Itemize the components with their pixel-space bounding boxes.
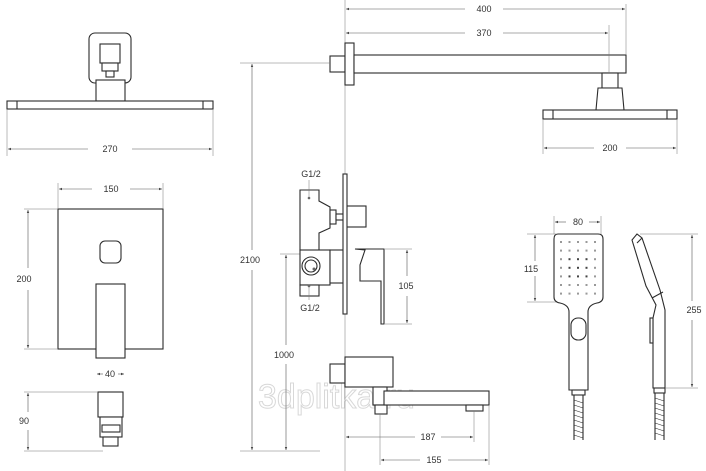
nozzle: [577, 292, 579, 295]
dimension-2100: 2100: [240, 62, 330, 452]
nozzle: [577, 249, 579, 252]
dimension-label: 187: [420, 432, 435, 442]
dimension-270: 270: [6, 109, 214, 156]
mixer-panel-front-view: [57, 208, 164, 359]
bath-spout-side-view: [329, 356, 490, 415]
dimension-label: 1000: [274, 350, 294, 360]
nozzle: [568, 284, 571, 286]
nozzle: [568, 292, 571, 295]
spray-nozzles: [560, 241, 596, 295]
nozzle: [585, 275, 588, 278]
nozzle: [560, 241, 562, 243]
dimension-150: 150: [57, 183, 164, 209]
nozzle: [585, 266, 588, 269]
inlet-label-top: G1/2: [301, 169, 321, 179]
nozzle: [568, 258, 571, 261]
dimension-1000: 1000: [274, 253, 300, 450]
dimension-label: 400: [476, 4, 491, 14]
nozzle: [585, 258, 588, 261]
overhead-shower-front-view: [6, 32, 214, 110]
dimension-label: 105: [398, 281, 413, 291]
nozzle: [594, 258, 596, 261]
nozzle: [577, 275, 579, 278]
nozzle: [594, 275, 596, 278]
nozzle: [577, 241, 579, 243]
dimension-label: 255: [686, 305, 701, 315]
dimension-label: 200: [16, 274, 31, 284]
concealed-valve-side-view: G1/2 G1/2: [299, 169, 385, 325]
nozzle: [560, 275, 562, 278]
shower-arm-side-view: [329, 42, 678, 120]
nozzle: [560, 292, 562, 295]
nozzle: [585, 292, 588, 295]
nozzle: [577, 266, 579, 269]
dimension-105: 105: [385, 248, 414, 325]
nozzle: [577, 284, 579, 286]
nozzle: [568, 275, 571, 278]
nozzle: [585, 241, 588, 243]
nozzle: [568, 241, 571, 243]
dimension-label: 155: [426, 455, 441, 465]
nozzle: [560, 258, 562, 261]
dimension-80: 80: [553, 216, 602, 234]
nozzle: [568, 266, 571, 269]
dimension-40: 40: [97, 369, 124, 379]
dimension-label: 115: [524, 264, 538, 274]
dimension-370: 370: [346, 25, 610, 73]
dimension-155: 155: [379, 405, 490, 465]
lever-bottom-view: [97, 391, 124, 447]
dimension-label: 270: [102, 144, 117, 154]
nozzle: [594, 241, 596, 243]
nozzle: [585, 249, 588, 252]
dimension-200: 200: [16, 208, 58, 350]
dimension-label: 90: [19, 416, 29, 426]
nozzle: [594, 292, 596, 295]
dimension-187: 187: [346, 411, 475, 442]
dimension-200-overhead: 200: [542, 119, 678, 154]
nozzle: [594, 284, 596, 286]
nozzle: [560, 284, 562, 286]
dimension-label: 150: [103, 184, 118, 194]
hand-shower-side-view: [631, 233, 666, 440]
nozzle: [568, 249, 571, 252]
dimension-label: 370: [476, 28, 491, 38]
dimension-90: 90: [19, 391, 103, 452]
inlet-label-bottom: G1/2: [300, 303, 320, 313]
nozzle: [594, 266, 596, 269]
nozzle: [577, 258, 579, 261]
hand-shower-front-view: [553, 233, 604, 440]
nozzle: [585, 284, 588, 286]
dimension-400: 400: [346, 4, 627, 55]
dimension-label: 2100: [240, 255, 260, 265]
dimension-label: 40: [105, 369, 115, 379]
nozzle: [594, 249, 596, 252]
dimension-label: 200: [602, 143, 617, 153]
dimension-115: 115: [524, 233, 556, 303]
dimension-label: 80: [573, 217, 583, 227]
nozzle: [560, 266, 562, 269]
dimension-255: 255: [640, 233, 702, 389]
nozzle: [560, 249, 562, 252]
